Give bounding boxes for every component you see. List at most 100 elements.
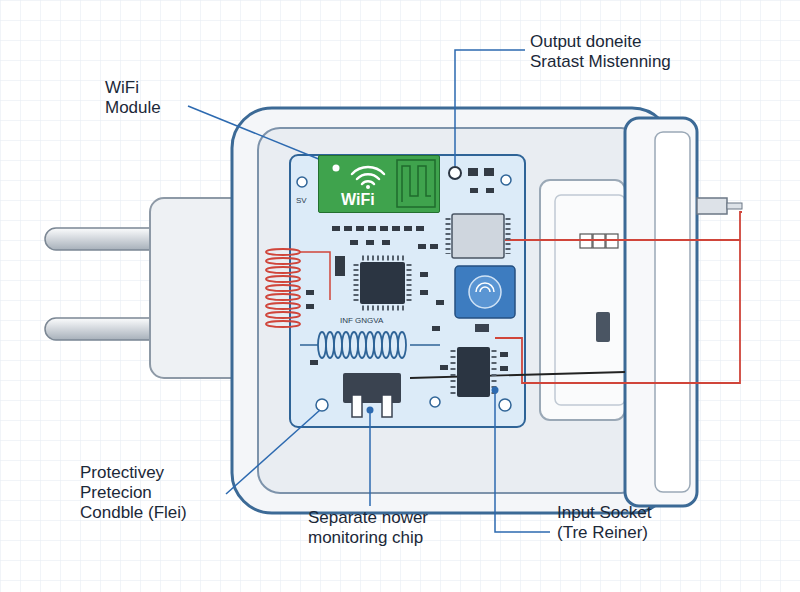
resistor: [380, 226, 388, 231]
housing-inner: [258, 128, 643, 493]
pcb: [290, 155, 525, 427]
resistor: [306, 290, 314, 295]
smd-component: [475, 324, 489, 332]
resistor: [350, 240, 358, 245]
callout-label: Separate nower monitoring chip: [308, 508, 443, 548]
terminal-block: [606, 234, 618, 248]
end-cap: [625, 118, 697, 506]
resistor: [500, 352, 508, 357]
leader-line: [455, 50, 525, 166]
resistor: [332, 226, 340, 231]
output-pin: [697, 198, 727, 214]
output-pin-tip: [727, 203, 742, 209]
mounting-hole: [499, 399, 511, 411]
coil-turn: [266, 303, 300, 309]
resistor: [436, 300, 444, 305]
coil-turn: [342, 332, 350, 358]
coil-turn: [266, 249, 300, 255]
coil-turn: [266, 294, 300, 300]
bluetooth-module: [455, 266, 515, 318]
coil-turn: [366, 332, 374, 358]
terminal-block: [593, 234, 605, 248]
coil-turn: [318, 332, 326, 358]
antenna-frame: [397, 160, 435, 207]
red-wire: [300, 252, 330, 300]
wifi-icon-dot: [366, 185, 370, 189]
coil-turn: [382, 332, 390, 358]
coil-turn: [390, 332, 398, 358]
node-text: WiFi: [341, 191, 421, 209]
resistor: [310, 360, 318, 365]
resistor: [368, 226, 376, 231]
coil-turn: [326, 332, 334, 358]
housing-outer: [232, 108, 672, 513]
silkscreen-label: INF GNGVA: [340, 316, 400, 326]
component-leg: [352, 395, 362, 417]
resistor: [416, 226, 424, 231]
module-led: [333, 165, 340, 172]
leader-line: [369, 410, 371, 506]
wifi-module: WiFi: [318, 155, 440, 213]
blue-coil: [318, 332, 406, 358]
smd-component: [468, 168, 478, 176]
microcontroller-chip: [360, 262, 405, 304]
coil-turn: [266, 258, 300, 264]
socket-body: [540, 180, 625, 420]
leader-line: [188, 106, 326, 162]
end-cap-inner: [655, 132, 690, 492]
coil-turn: [350, 332, 358, 358]
callout-label: WiFi Module: [105, 78, 180, 118]
relay-chip: [452, 214, 504, 258]
callout-label: Protectivey Pretecion Condble (Flei): [80, 463, 200, 523]
socket-contact: [596, 312, 610, 342]
component-leg: [382, 395, 392, 417]
resistor: [366, 240, 374, 245]
silkscreen-label: SV: [296, 196, 316, 206]
resistor: [382, 240, 390, 245]
resistor: [500, 366, 508, 371]
mounting-hole: [501, 175, 511, 185]
mounting-hole: [430, 397, 440, 407]
resistor: [470, 188, 478, 193]
resistor: [420, 290, 428, 295]
black-wire: [410, 372, 625, 378]
coil-turn: [266, 285, 300, 291]
coil-turn: [266, 276, 300, 282]
smd-component: [484, 168, 494, 176]
coil-turn: [334, 332, 342, 358]
wifi-icon: [352, 167, 384, 184]
capacitor: [335, 256, 345, 276]
resistor: [432, 326, 440, 331]
coil-turn: [358, 332, 366, 358]
resistor: [486, 188, 494, 193]
mounting-hole: [316, 399, 328, 411]
leader-lines: [188, 50, 550, 532]
red-wire: [505, 212, 742, 240]
module-icon: [469, 276, 501, 308]
module-icon-arcs: [476, 283, 494, 292]
resistor: [404, 226, 412, 231]
output-indicator: [449, 167, 461, 179]
leader-dot: [367, 407, 374, 414]
coil-turn: [398, 332, 406, 358]
leader-line: [226, 410, 320, 494]
coil-turn: [266, 267, 300, 273]
coil-lead: [300, 344, 440, 346]
terminal-block: [580, 234, 592, 248]
red-wire: [495, 240, 740, 383]
leader-dot: [492, 387, 499, 394]
resistor: [418, 244, 426, 249]
mounting-hole: [297, 177, 307, 187]
callout-label: Output doneite Sratast Mistenning: [530, 32, 688, 72]
callout-label: Input Socket (Tre Reiner): [557, 503, 672, 543]
resistor: [440, 365, 448, 370]
power-monitoring-chip: [457, 347, 490, 397]
resistor: [392, 226, 400, 231]
resistor: [344, 226, 352, 231]
resistor: [306, 304, 314, 309]
resistor: [430, 244, 438, 249]
pcb-antenna: [402, 166, 431, 202]
